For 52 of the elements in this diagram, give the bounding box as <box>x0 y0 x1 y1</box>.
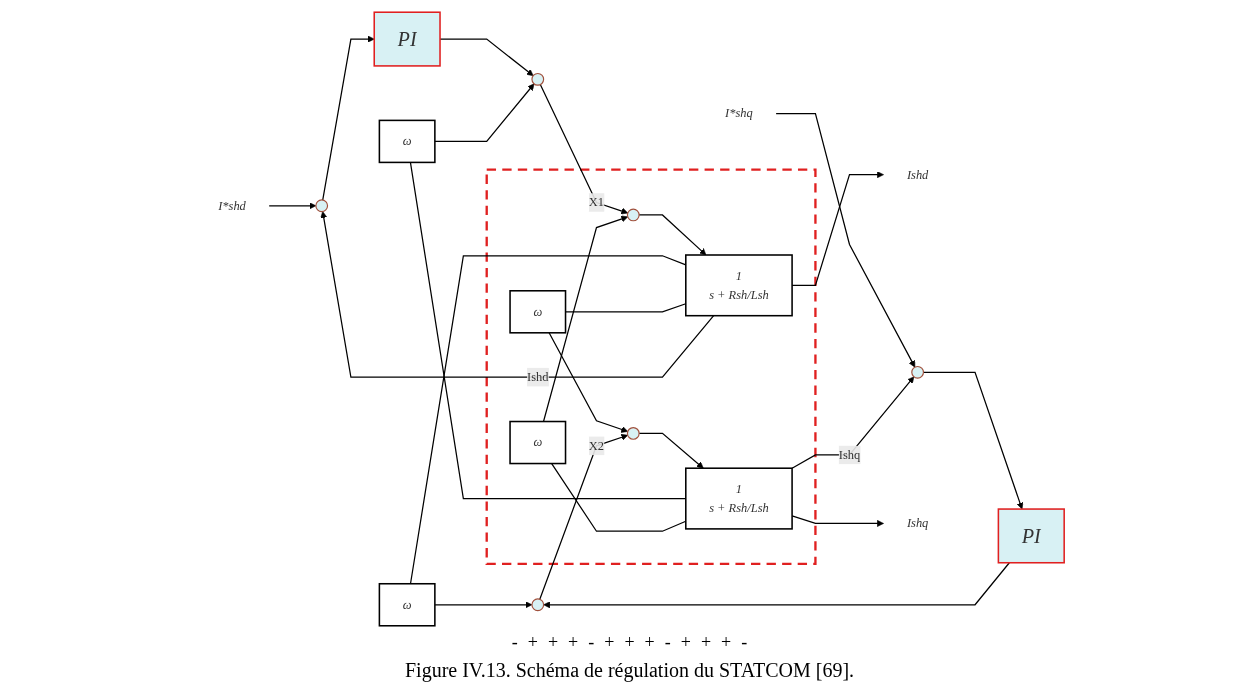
edge-label: Ishq <box>838 447 861 462</box>
sign-label: + <box>604 632 615 653</box>
node-circle <box>626 426 640 440</box>
arrow <box>268 202 317 210</box>
sign-label: + <box>644 632 655 653</box>
arrow <box>791 376 915 469</box>
arrow <box>638 432 704 469</box>
node-circle <box>531 72 545 86</box>
node-circle <box>531 598 545 612</box>
node-box: 1 s + Rsh/Lsh <box>685 467 793 530</box>
arrow <box>539 84 629 215</box>
arrow <box>548 332 629 433</box>
sign-label: + <box>547 632 559 653</box>
arrow <box>320 211 715 378</box>
sign-label: - <box>664 632 671 653</box>
arrow <box>775 112 916 368</box>
sign-label: + <box>624 632 635 653</box>
figure-caption: Figure IV.13. Schéma de régulation du STATCOM [69]. <box>404 659 855 682</box>
edge-label: Ishd <box>527 370 549 384</box>
node-box: ω <box>509 420 567 465</box>
edge-label: X1 <box>588 195 605 209</box>
node-text: Ishq <box>906 516 929 530</box>
node-text: I*shd <box>218 198 246 213</box>
sign-label: + <box>700 632 712 653</box>
arrow <box>434 601 533 609</box>
node-box: PI <box>997 508 1065 564</box>
sign-label: - <box>511 632 518 653</box>
sign-label: + <box>568 632 579 653</box>
arrow <box>434 83 535 142</box>
cluster <box>485 168 817 566</box>
node-box: PI <box>373 11 441 67</box>
node-circle <box>315 199 329 213</box>
sign-label: + <box>721 632 732 653</box>
arrow <box>542 215 629 423</box>
node-text: Ishd <box>906 167 929 181</box>
node-text: I*shq <box>725 106 753 120</box>
node-box: 1 s + Rsh/Lsh <box>685 254 793 317</box>
arrow <box>638 214 707 256</box>
sign-label: - <box>741 632 748 653</box>
edge-label: X2 <box>588 438 605 453</box>
sign-label: + <box>527 632 538 653</box>
arrow <box>539 434 629 600</box>
arrow <box>322 35 375 201</box>
node-box: ω <box>378 583 436 627</box>
arrow <box>922 371 1024 510</box>
sign-label: + <box>680 632 691 653</box>
sign-label: - <box>588 632 595 653</box>
node-circle <box>626 208 640 222</box>
node-box: ω <box>509 290 567 334</box>
node-box: ω <box>378 119 436 164</box>
node-circle <box>911 365 925 379</box>
arrow <box>543 562 1010 609</box>
